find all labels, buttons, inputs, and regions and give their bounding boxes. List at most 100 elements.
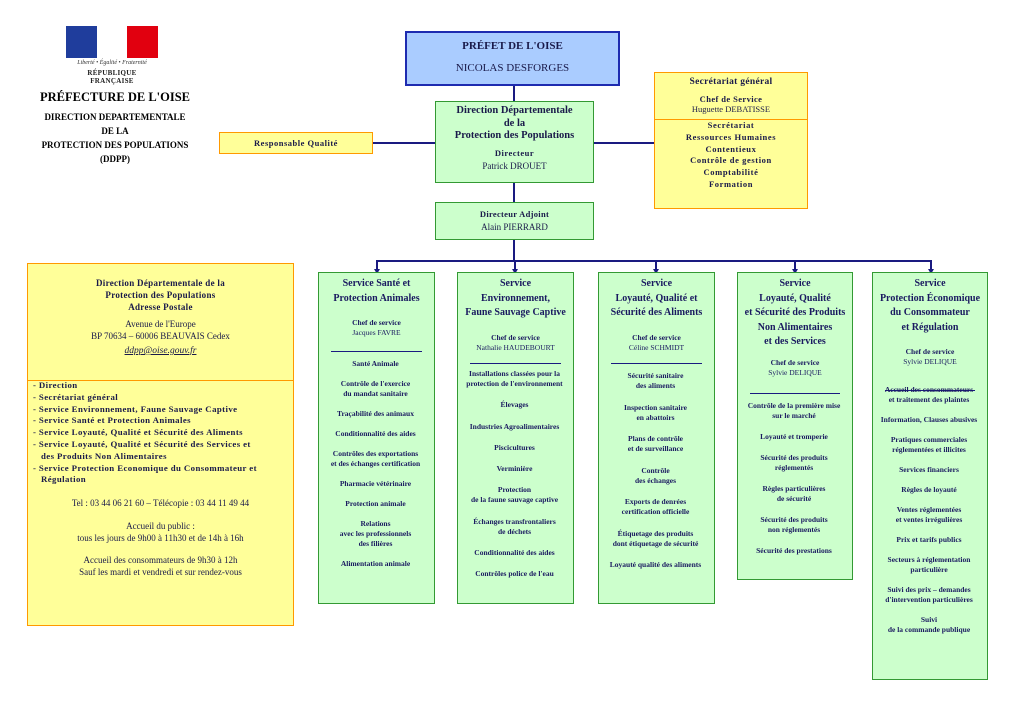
service-divider (611, 363, 702, 364)
connector-prefet-direction (513, 85, 515, 102)
info-email-link[interactable]: ddpp@oise.gouv.fr (124, 346, 197, 356)
info-header-line: Adresse Postale (128, 302, 193, 312)
connector-services-bus (376, 260, 931, 262)
service-chef-name: Jacques FAVRE (352, 328, 401, 337)
service-item: Contrôles police de l'eau (460, 569, 569, 579)
service-chef-name: Céline SCHMIDT (628, 342, 685, 352)
service-item: Loyauté et tromperie (740, 432, 848, 442)
service-item-line: Alimentation animale (340, 559, 411, 568)
service-item-line: non réglementés (767, 525, 821, 534)
connector-adjoint-services (513, 240, 515, 260)
service-item-line: particulière (910, 565, 948, 574)
service-title-line: Non Alimentaires (757, 321, 833, 333)
service-title-line: Loyauté, Qualité et (615, 292, 698, 304)
service-item-line: réglementés (774, 463, 814, 472)
direction-title-line: de la (503, 117, 526, 129)
service-item-line: Protection (497, 485, 532, 495)
logo-motto: Liberté • Égalité • Fraternité (77, 60, 147, 66)
service-item-line: Traçabilité des animaux (337, 409, 414, 418)
service-title-line: Loyauté, Qualité (759, 292, 831, 304)
direction-role: Directeur (494, 147, 535, 158)
service-item: Sécurité des prestations (740, 546, 848, 556)
service-item-line: des aliments (635, 381, 676, 390)
service-item: Élevages (460, 400, 569, 410)
service-title-line: Service Santé et (342, 278, 411, 289)
info-tel: Tel : 03 44 06 21 60 – Télécopie : 03 44… (71, 498, 250, 509)
service-title-line: Service (640, 278, 673, 289)
service-item-line: Ventes réglementées (896, 505, 962, 514)
connector-direction-secretariat (594, 142, 654, 144)
info-header-line: Direction Départementale de la (95, 278, 226, 288)
info-accueil: Accueil du public : tous les jours de 9h… (28, 520, 293, 544)
service-item-line: Pratiques commerciales (890, 435, 968, 444)
service-item-line: Relations (360, 519, 391, 528)
service-divider (885, 390, 975, 391)
secretariat-title: Secrétariat général (689, 77, 773, 87)
prefet-box: PRÉFET DE L'OISE NICOLAS DESFORGES (405, 31, 620, 86)
info-address: Avenue de l'Europe BP 70634 – 60006 BEAU… (28, 318, 293, 342)
service-item-line: Accueil des consommateurs (884, 385, 974, 394)
service-title-line: Service (779, 278, 811, 289)
prefecture-subtitle-line: (DDPP) (100, 154, 130, 164)
service-item-line: de la commande publique (887, 625, 971, 634)
direction-name: Patrick DROUET (482, 160, 547, 171)
service-item-line: Pharmacie vétérinaire (339, 479, 412, 488)
service-item-line: Protection animale (345, 499, 406, 508)
service-item-line: Inspection sanitaire (624, 402, 687, 412)
arrow-down-icon (928, 269, 934, 274)
service-item-line: Conditionnalité des aides (335, 429, 416, 438)
secretariat-item: Contentieux (705, 143, 757, 154)
service-divider (470, 363, 561, 364)
service-item-line: Contrôles des exportations (332, 449, 419, 458)
service-item-line: et traitement des plaintes (888, 395, 970, 404)
service-divider (331, 351, 422, 352)
service-title-line: Environnement, (481, 292, 550, 304)
service-chef-name: Sylvie DELIQUE (768, 367, 822, 377)
qualite-box: Responsable Qualité (219, 132, 373, 154)
service-chef-role: Chef de service (352, 318, 401, 327)
service-item-line: dont étiquetage de sécurité (612, 538, 699, 548)
connector-service-4 (794, 260, 796, 270)
service-item-line: Conditionnalité des aides (474, 548, 555, 558)
service-item-line: Contrôles police de l'eau (475, 569, 554, 579)
service-item: Protection animale (321, 499, 430, 509)
service-item-line: Élevages (500, 400, 529, 410)
info-box: Direction Départementale de la Protectio… (27, 263, 294, 626)
service-title-line: et Régulation (901, 321, 959, 333)
info-list-item: - Secrétariat général (33, 391, 119, 402)
connector-service-3 (655, 260, 657, 270)
service-title-line: Faune Sauvage Captive (465, 307, 566, 318)
adjoint-box: Directeur Adjoint Alain PIERRARD (435, 202, 594, 240)
service-item-line: Règles particulières (762, 484, 826, 493)
info-conso-line: Sauf les mardi et vendredi et sur rendez… (79, 567, 242, 578)
prefecture-subtitle-line: DIRECTION DEPARTEMENTALE (44, 112, 186, 122)
info-list-item: - Service Loyauté, Qualité et Sécurité d… (33, 427, 243, 438)
service-item-line: Loyauté qualité des aliments (609, 560, 702, 569)
adjoint-role: Directeur Adjoint (479, 209, 550, 219)
service-item-line: de la faune sauvage captive (470, 495, 559, 505)
service-item-line: Services financiers (899, 465, 959, 474)
info-list-item: - Service Protection Economique du Conso… (33, 462, 257, 473)
info-header: Direction Départementale de la Protectio… (28, 277, 293, 313)
info-list-item: des Produits Non Alimentaires (41, 450, 167, 461)
service-item-line: de déchets (497, 526, 532, 536)
service-item: Pharmacie vétérinaire (321, 479, 430, 489)
service-item-line: Contrôle (641, 465, 670, 475)
service-item: Conditionnalité des aides (321, 429, 430, 439)
